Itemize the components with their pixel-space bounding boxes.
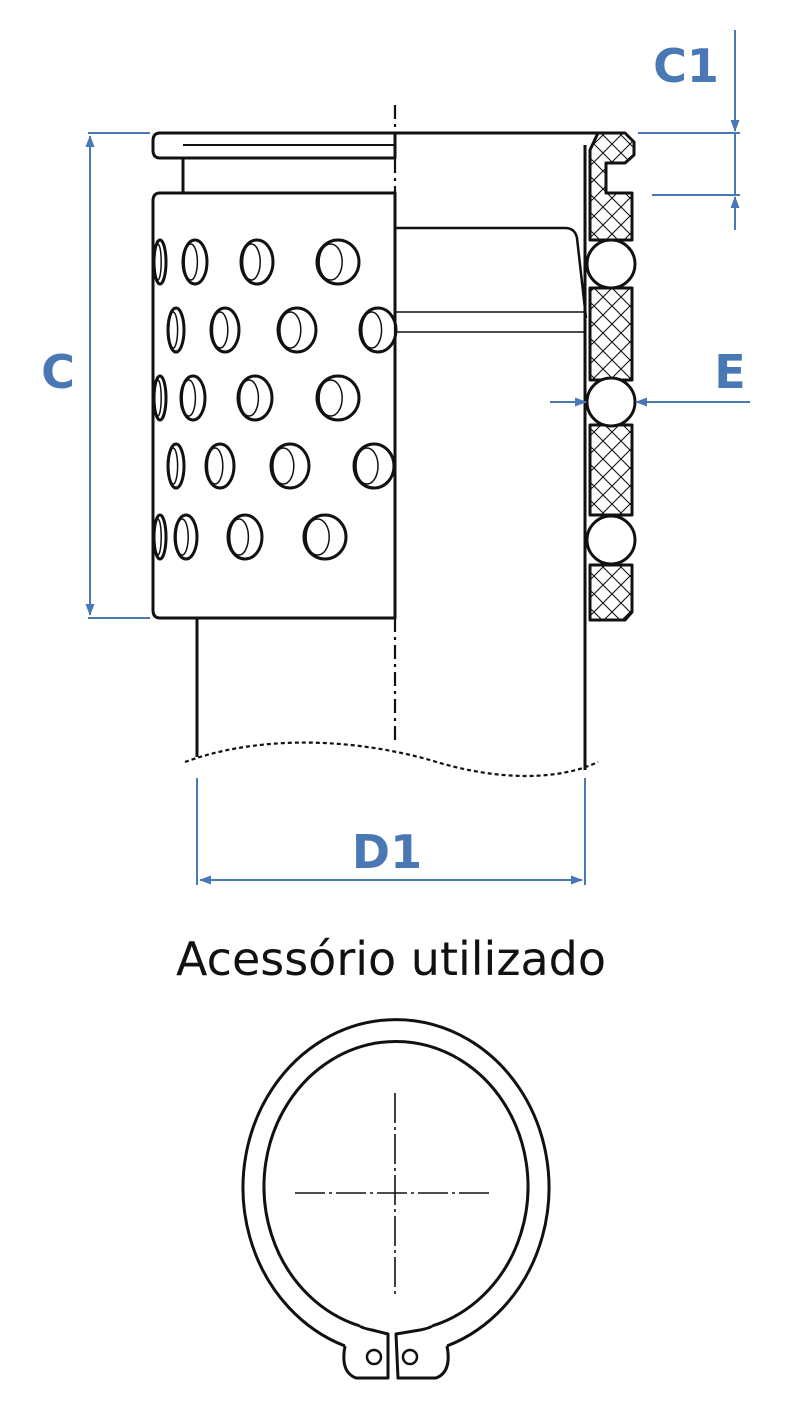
ball-3 (585, 514, 637, 566)
bushing-section (395, 131, 637, 770)
cage-hole-inner (318, 379, 343, 417)
cage-hole (179, 374, 207, 422)
cage-hole-inner (355, 447, 379, 485)
label-c: C (41, 345, 75, 399)
cage-hole (315, 238, 361, 286)
label-e: E (714, 345, 745, 399)
cage-hole (166, 442, 186, 490)
cage-hole (173, 513, 199, 561)
cage-holes (152, 238, 398, 561)
cage-hole-inner (361, 311, 383, 349)
cage-hole-inner (153, 379, 162, 417)
cage-hole-inner (318, 243, 343, 281)
cage-hole-inner (181, 379, 197, 417)
cage-hole (276, 306, 318, 354)
inner-tube-outline (395, 226, 588, 319)
cage-hole-inner (168, 447, 179, 485)
cage-hole-inner (175, 518, 189, 556)
cage-hole (358, 306, 398, 354)
cage-hole-inner (183, 243, 199, 281)
cage-hole (269, 442, 311, 490)
ring-inner (262, 1040, 530, 1328)
cage-hole-inner (168, 311, 179, 349)
section-flange (588, 131, 636, 242)
cage-hole-inner (241, 243, 261, 281)
label-c1: C1 (653, 39, 719, 93)
section-segment-2 (588, 423, 634, 517)
cage-hole (226, 513, 264, 561)
cage-hole (204, 442, 236, 490)
cage-hole-inner (153, 518, 162, 556)
ring-lug-left (342, 1324, 390, 1380)
label-d1: D1 (352, 825, 422, 879)
ring-outer (241, 1018, 551, 1348)
cage-hole-inner (228, 518, 250, 556)
retaining-ring (241, 1018, 551, 1380)
caption-accessory: Acessório utilizado (176, 932, 606, 986)
cage-hole (302, 513, 348, 561)
cage-hole-inner (153, 243, 162, 281)
cage-hole-inner (272, 447, 295, 485)
bushing-exterior (151, 131, 397, 757)
section-segment-1 (588, 286, 634, 382)
cage-hole-inner (211, 311, 229, 349)
cage-hole (209, 306, 241, 354)
ring-hole-left (365, 1348, 383, 1366)
cage-hole (181, 238, 209, 286)
cage-hole (352, 442, 396, 490)
cage-hole (315, 374, 361, 422)
cage-hole-inner (206, 447, 224, 485)
break-line (184, 741, 599, 778)
ball-1 (585, 238, 637, 290)
ball-2 (585, 376, 637, 428)
ball-cage-body (151, 191, 397, 620)
cage-hole-inner (238, 379, 260, 417)
section-segment-3 (588, 563, 634, 622)
cage-hole (236, 374, 274, 422)
cage-hole-inner (305, 518, 330, 556)
dimension-lines (85, 30, 750, 885)
cage-hole (166, 306, 186, 354)
cage-hole (239, 238, 275, 286)
cage-hole-inner (279, 311, 302, 349)
ring-hole-right (401, 1348, 419, 1366)
